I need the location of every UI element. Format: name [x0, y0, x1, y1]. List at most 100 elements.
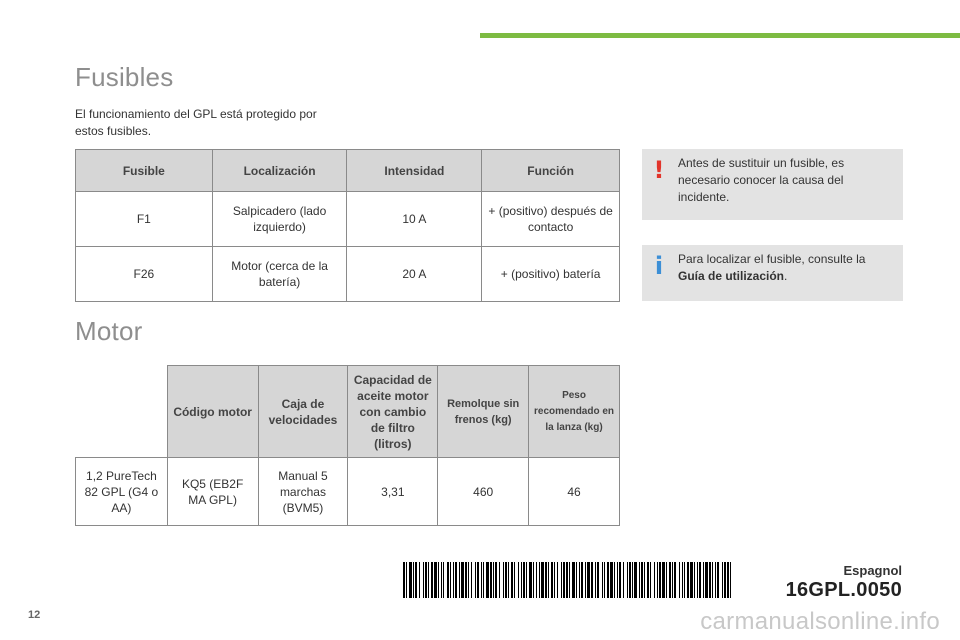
table-cell: 10 A [346, 191, 483, 247]
barcode-bar [406, 562, 407, 598]
barcode-bar [689, 562, 690, 598]
barcode-bar [576, 562, 577, 598]
barcode-bar [639, 562, 640, 598]
barcode-bar [701, 562, 703, 598]
barcode-bar [557, 562, 558, 598]
table-row: F1 Salpicadero (lado izquierdo) 10 A + (… [75, 191, 620, 247]
barcode-bar [526, 562, 527, 598]
barcode-bar [442, 562, 443, 598]
barcode-bar [607, 562, 609, 598]
barcode-bar [690, 562, 693, 598]
table-cell: Salpicadero (lado izquierdo) [211, 191, 348, 247]
barcode-bar [503, 562, 504, 598]
barcode-bar [454, 562, 455, 598]
barcode-bar [471, 562, 472, 598]
barcode-bar [708, 562, 709, 598]
barcode-bar [693, 562, 694, 598]
table-cell: + (positivo) batería [481, 246, 620, 302]
barcode-bar [659, 562, 661, 598]
table-row: F26 Motor (cerca de la batería) 20 A + (… [75, 246, 620, 302]
barcode-bar [563, 562, 565, 598]
table-cell: 1,2 PureTech 82 GPL (G4 o AA) [75, 457, 168, 526]
barcode-bar [461, 562, 464, 598]
barcode-bar [719, 562, 722, 598]
barcode-bar [409, 562, 412, 598]
barcode-bar [641, 562, 643, 598]
language-label: Espagnol [843, 563, 902, 578]
barcode-bar [509, 562, 511, 598]
barcode-bar [713, 562, 715, 598]
barcode-bar [674, 562, 676, 598]
barcode-bar [476, 562, 477, 598]
barcode-bar [562, 562, 563, 598]
barcode-bar [623, 562, 624, 598]
barcode-bar [698, 562, 699, 598]
barcode-bar [654, 562, 655, 598]
barcode-bar [425, 562, 427, 598]
table-cell: KQ5 (EB2F MA GPL) [166, 457, 259, 526]
table-cell: F1 [75, 191, 213, 247]
barcode-bar [465, 562, 467, 598]
barcode-bar [521, 562, 522, 598]
barcode-bar [579, 562, 580, 598]
barcode-bar [643, 562, 644, 598]
barcode-bar [549, 562, 551, 598]
barcode [403, 562, 739, 598]
barcode-bar [437, 562, 438, 598]
barcode-bar [493, 562, 494, 598]
section-title-engine: Motor [75, 316, 143, 346]
barcode-bar [453, 562, 454, 598]
fuses-table: Fusible Localización Intensidad Función … [75, 149, 620, 302]
barcode-bar [729, 562, 730, 598]
info-notice: i Para localizar el fusible, consulte la… [642, 245, 903, 301]
barcode-bar [618, 562, 619, 598]
barcode-bar [554, 562, 555, 598]
barcode-bar [683, 562, 684, 598]
table-header-row: Código motor Caja de velocidades Capacid… [75, 365, 620, 458]
barcode-bar [434, 562, 437, 598]
barcode-bar [451, 562, 453, 598]
barcode-bar [570, 562, 572, 598]
barcode-bar [694, 562, 695, 598]
barcode-bar [555, 562, 557, 598]
barcode-bar [514, 562, 515, 598]
barcode-bar [475, 562, 476, 598]
barcode-bar [645, 562, 647, 598]
table-row: 1,2 PureTech 82 GPL (G4 o AA) KQ5 (EB2F … [75, 457, 620, 526]
barcode-bar [419, 562, 420, 598]
barcode-bar [609, 562, 610, 598]
barcode-bar [672, 562, 673, 598]
info-text-before: Para localizar el fusible, consulte la [678, 252, 866, 266]
barcode-bar [522, 562, 523, 598]
barcode-bar [447, 562, 449, 598]
barcode-bar [536, 562, 537, 598]
barcode-bar [403, 562, 405, 598]
barcode-bar [415, 562, 417, 598]
barcode-bar [412, 562, 413, 598]
barcode-bar [685, 562, 687, 598]
barcode-bar [407, 562, 409, 598]
barcode-bar [627, 562, 628, 598]
barcode-bar [532, 562, 533, 598]
barcode-bar [703, 562, 704, 598]
barcode-bar [682, 562, 683, 598]
barcode-bar [482, 562, 483, 598]
barcode-bar [593, 562, 595, 598]
barcode-bar [711, 562, 712, 598]
barcode-bar [513, 562, 514, 598]
engine-table: Código motor Caja de velocidades Capacid… [75, 365, 620, 526]
barcode-bar [603, 562, 604, 598]
barcode-bar [619, 562, 621, 598]
barcode-bar [662, 562, 665, 598]
barcode-bar [699, 562, 701, 598]
barcode-bar [492, 562, 493, 598]
barcode-bar [650, 562, 651, 598]
barcode-bar [427, 562, 428, 598]
barcode-bar [441, 562, 442, 598]
barcode-bar [468, 562, 469, 598]
barcode-bar [537, 562, 539, 598]
barcode-bar [577, 562, 579, 598]
warning-notice: ! Antes de sustituir un fusible, es nece… [642, 149, 903, 220]
barcode-bar [727, 562, 729, 598]
barcode-bar [585, 562, 586, 598]
